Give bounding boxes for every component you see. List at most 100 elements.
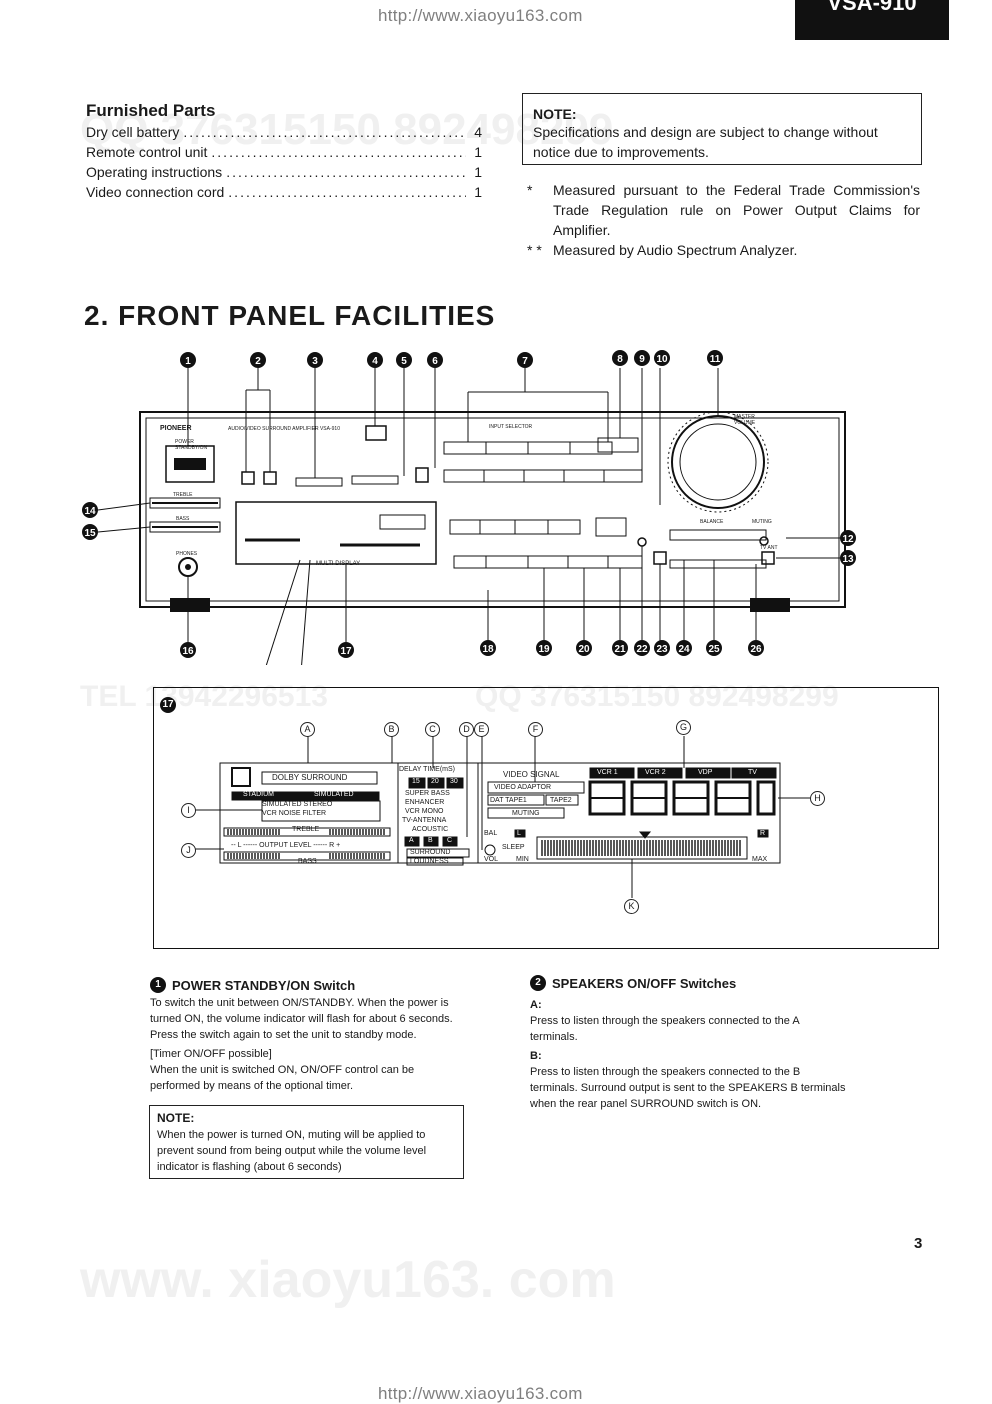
section-1-para-2: [Timer ON/OFF possible] (150, 1048, 272, 1060)
panel-brand: PIONEER (160, 425, 192, 432)
note-heading: NOTE: (533, 106, 577, 122)
label-g: G (676, 720, 691, 735)
section-1-note-heading: NOTE: (157, 1111, 195, 1125)
model-tab: VSA-910 (795, 0, 949, 40)
display-detail-diagram (190, 736, 810, 898)
dd-dat-tape1: DAT TAPE1 (490, 797, 527, 804)
section-2-b-label: B: (530, 1050, 542, 1062)
dd-vcr2: VCR 2 (645, 769, 666, 776)
input-selector-label: INPUT SELECTOR (489, 424, 533, 430)
section-1-note-text: When the power is turned ON, muting will… (157, 1129, 427, 1173)
dd-simulated-stereo: SIMULATED STEREO (262, 801, 333, 808)
dd-sleep: SLEEP (502, 844, 525, 851)
section-2-title: SPEAKERS ON/OFF Switches (552, 975, 737, 991)
dd-min: MIN (516, 856, 529, 863)
chassis (139, 411, 846, 608)
digit (756, 780, 776, 816)
dd-delay-30: 30 (450, 778, 458, 785)
section-1-heading: 1 POWER STANDBY/ON Switch (150, 977, 355, 993)
power-label: POWER STANDBY/ON (175, 439, 208, 451)
dd-video-adaptor: VIDEO ADAPTOR (494, 784, 552, 791)
svg-text:14: 14 (84, 506, 96, 517)
dolby-icon (231, 767, 251, 787)
svg-text:7: 7 (522, 356, 528, 367)
bass-label: BASS (176, 516, 190, 522)
section-2-b-text: Press to listen through the speakers con… (530, 1066, 846, 1110)
svg-text:16: 16 (182, 646, 194, 657)
super-bass-button (653, 551, 667, 565)
label-b: B (384, 722, 399, 737)
list-item: Video connection cord...................… (86, 184, 482, 200)
split-screen-control (295, 477, 343, 487)
label-h: H (810, 791, 825, 806)
model-tab-text: VSA-910 (827, 0, 917, 15)
svg-text:24: 24 (678, 644, 690, 655)
dd-muting: MUTING (512, 810, 540, 817)
dd-simulated: SIMULATED (314, 791, 354, 798)
label-f: F (528, 722, 543, 737)
svg-text:23: 23 (656, 644, 668, 655)
svg-text:5: 5 (401, 356, 407, 367)
dd-stadium: STADIUM (243, 791, 274, 798)
furnished-parts-title: Furnished Parts (86, 101, 216, 120)
front-panel-diagram: 1 2 3 4 5 6 7 8 9 10 11 12 13 14 15 16 1… (82, 350, 856, 665)
watermark-qq: QQ 376315150 892498299 (80, 105, 614, 154)
section-1-title: POWER STANDBY/ON Switch (172, 977, 356, 993)
dd-dolby: DOLBY SURROUND (272, 773, 348, 782)
dd-tape2: TAPE2 (550, 797, 572, 804)
list-item: Dry cell battery........................… (86, 124, 482, 140)
watermark-tel: TEL 13942296513 (80, 680, 328, 713)
dd-delay-time: DELAY TIME(mS) (399, 766, 456, 773)
svg-text:20: 20 (578, 644, 590, 655)
dolby-logo (365, 425, 387, 441)
header-url[interactable]: http://www.xiaoyu163.com (378, 6, 583, 25)
dd-super-bass: SUPER BASS (405, 790, 450, 797)
dd-video-signal: VIDEO SIGNAL (503, 770, 560, 779)
video-original-selector (597, 437, 639, 453)
section-1-para-1: To switch the unit between ON/STANDBY. W… (150, 997, 453, 1041)
footnote-mark: * (527, 182, 533, 198)
callout-2: 2 (530, 975, 546, 991)
svg-text:9: 9 (639, 354, 645, 365)
watermark-qq-2: QQ 376315150 892498299 (475, 680, 839, 713)
svg-text:25: 25 (708, 644, 720, 655)
bottom-buttons (453, 555, 643, 569)
note-text: Specifications and design are subject to… (533, 124, 878, 160)
dd-vol: VOL (484, 856, 499, 863)
speakers-b-button (263, 471, 277, 485)
label-i: I (181, 803, 196, 818)
section-2-a-label: A: (530, 999, 542, 1011)
list-item: Remote control unit.....................… (86, 144, 482, 160)
label-j: J (181, 843, 196, 858)
dd-max: MAX (752, 856, 768, 863)
svg-text:26: 26 (750, 644, 762, 655)
video-enhancer-button (415, 467, 429, 483)
label-c: C (425, 722, 440, 737)
dd-enhancer: ENHANCER (405, 799, 445, 806)
watermark-site: www. xiaoyu163. com (80, 1251, 616, 1309)
section-2-heading: 2 SPEAKERS ON/OFF Switches (530, 975, 736, 991)
section-1-para-3: When the unit is switched ON, ON/OFF con… (150, 1064, 415, 1092)
tv-ant-label: TV ANT (760, 545, 778, 551)
section-title: 2. FRONT PANEL FACILITIES (84, 300, 496, 331)
balance-control (669, 529, 767, 541)
enhancer-control (351, 475, 399, 485)
master-volume-knob (671, 415, 765, 509)
muting-button (759, 536, 769, 546)
list-item: Operating instructions..................… (86, 164, 482, 180)
footnote-text: Measured by Audio Spectrum Analyzer. (553, 242, 798, 258)
dd-vcr1: VCR 1 (597, 769, 618, 776)
multi-display-label: MULTI DISPLAY (316, 561, 361, 567)
dd-acoustic: ACOUSTIC (412, 826, 449, 833)
display-detail-box (153, 687, 939, 949)
speakers-a-button (241, 471, 255, 485)
svg-text:19: 19 (538, 644, 550, 655)
footer-url[interactable]: http://www.xiaoyu163.com (378, 1384, 583, 1403)
input-selector-buttons (443, 437, 643, 483)
dd-tv-antenna: TV-ANTENNA (402, 817, 447, 824)
dd-acoustic-a: A (409, 837, 414, 844)
section-2-a-text: Press to listen through the speakers con… (530, 1015, 800, 1043)
page-number: 3 (914, 1235, 923, 1252)
foot-right (750, 598, 790, 612)
dd-acoustic-b: B (428, 837, 433, 844)
